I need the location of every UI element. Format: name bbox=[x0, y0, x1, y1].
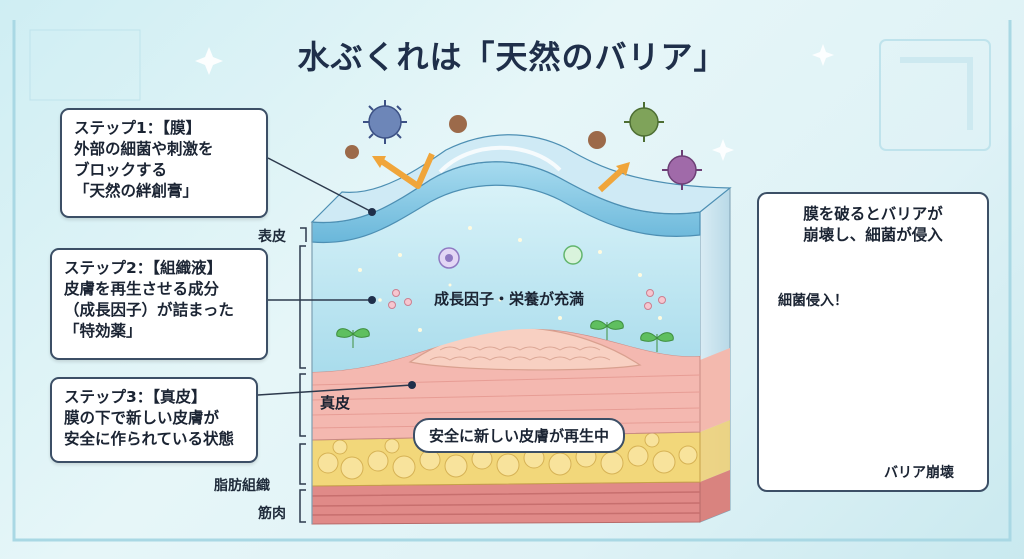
skin-cross-section bbox=[310, 134, 732, 525]
step1-line: ブロックする bbox=[74, 161, 168, 179]
step2-line: （成長因子）が詰まった bbox=[64, 301, 234, 319]
step2-callout: ステップ2：【組織液】 皮膚を再生させる成分 （成長因子）が詰まった 「特効薬」 bbox=[50, 248, 268, 360]
fat-label: 脂肪組織 bbox=[214, 478, 270, 494]
step3-line: ステップ3：【真皮】 bbox=[64, 388, 207, 406]
barrier-collapse-panel: 膜を破るとバリアが 崩壊し、細菌が侵入 bbox=[757, 192, 989, 492]
sprout-icon bbox=[640, 332, 674, 352]
step1-callout: ステップ1：【膜】 外部の細菌や刺激を ブロックする 「天然の絆創膏」 bbox=[60, 108, 268, 218]
background-frame bbox=[12, 20, 1012, 542]
leader-lines bbox=[257, 157, 413, 523]
virus-icon bbox=[662, 150, 702, 190]
sparkle-icon bbox=[195, 47, 223, 75]
step1-line: ステップ1：【膜】 bbox=[74, 119, 202, 137]
sparkle-icon bbox=[812, 44, 834, 66]
dirt-icon bbox=[588, 131, 606, 149]
sprout-icon bbox=[590, 320, 624, 340]
step1-line: 「天然の絆創膏」 bbox=[74, 182, 199, 200]
step3-line: 膜の下で新しい皮膚が bbox=[64, 409, 220, 427]
collapse-label: バリア崩壊 bbox=[884, 465, 954, 481]
dermis-label: 真皮 bbox=[320, 394, 351, 412]
panel-title-line: 膜を破るとバリアが bbox=[803, 205, 943, 223]
step3-line: 安全に作られている状態 bbox=[64, 430, 235, 448]
muscle-label: 筋肉 bbox=[258, 506, 286, 522]
step3-callout: ステップ3：【真皮】 膜の下で新しい皮膚が 安全に作られている状態 bbox=[50, 377, 258, 463]
sparkle-icon bbox=[712, 139, 734, 161]
deflect-arrow-icon bbox=[597, 165, 627, 193]
sprout-icon bbox=[336, 328, 370, 348]
growth-factor-icon bbox=[563, 245, 583, 265]
virus-icon bbox=[624, 102, 664, 142]
dirt-icon bbox=[449, 115, 467, 133]
step1-line: 外部の細菌や刺激を bbox=[74, 140, 214, 158]
epidermis-label: 表皮 bbox=[258, 229, 286, 245]
panel-title: 膜を破るとバリアが 崩壊し、細菌が侵入 bbox=[759, 204, 987, 246]
dirt-icon bbox=[345, 145, 359, 159]
virus-icon bbox=[363, 100, 407, 144]
step2-line: 皮膚を再生させる成分 bbox=[64, 280, 220, 298]
step2-line: ステップ2：【組織液】 bbox=[64, 259, 223, 277]
fluid-label: 成長因子・栄養が充満 bbox=[434, 290, 585, 308]
invasion-label: 細菌侵入！ bbox=[778, 293, 848, 309]
panel-title-line: 崩壊し、細菌が侵入 bbox=[803, 226, 943, 244]
step2-line: 「特効薬」 bbox=[64, 322, 142, 340]
page-title: 水ぶくれは「天然のバリア」 bbox=[297, 38, 727, 76]
deflect-arrow-icon bbox=[378, 152, 435, 189]
regeneration-label: 安全に新しい皮膚が再生中 bbox=[413, 418, 626, 453]
bacteria-outside bbox=[345, 100, 702, 193]
